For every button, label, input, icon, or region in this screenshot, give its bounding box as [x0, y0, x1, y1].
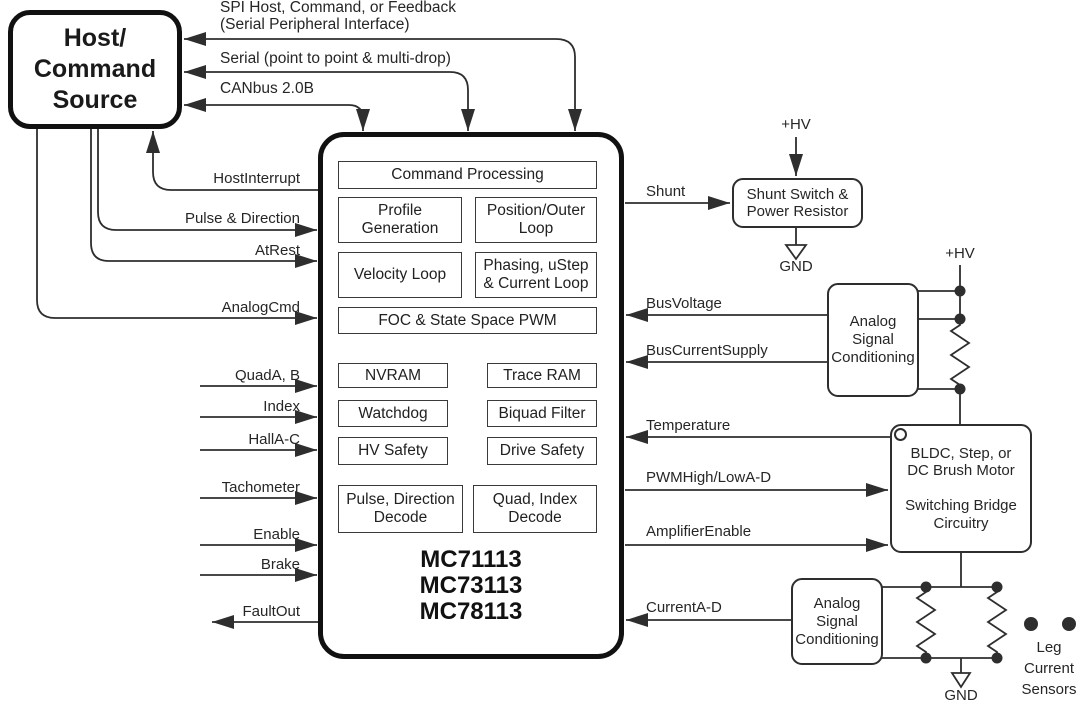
analog-signal-conditioning-top-box: Analog Signal Conditioning	[827, 283, 919, 397]
serial-label: Serial (point to point & multi-drop)	[220, 50, 451, 67]
serial-line	[184, 65, 475, 131]
spi-label-line1: SPI Host, Command, or Feedback	[220, 0, 457, 16]
shunt-label: Shunt	[646, 183, 686, 200]
gnd-bottom-label: GND	[944, 687, 978, 704]
ellipsis-dot	[1024, 617, 1038, 631]
leg-current-sensors-label: Leg Current Sensors	[1021, 639, 1077, 698]
block-quad-index-decode: Quad, Index Decode	[473, 485, 597, 533]
junction-dot	[954, 383, 966, 395]
block-command-processing: Command Processing	[338, 161, 597, 189]
block-drive-safety: Drive Safety	[487, 437, 597, 465]
temperature-label: Temperature	[646, 417, 731, 434]
junction-dot	[920, 581, 932, 593]
junction-dot	[991, 652, 1003, 664]
host-interrupt-line	[146, 131, 318, 191]
junction-dot	[954, 285, 966, 297]
host-interrupt-label: HostInterrupt	[213, 170, 300, 187]
current-ad-label: CurrentA-D	[646, 599, 722, 616]
gnd-bottom-symbol	[950, 672, 972, 689]
quad-ab-label: QuadA, B	[234, 367, 300, 384]
pwm-label: PWMHigh/LowA-D	[646, 469, 772, 486]
busvoltage-label: BusVoltage	[646, 295, 722, 312]
block-phasing-current-loop: Phasing, uStep & Current Loop	[475, 252, 597, 298]
host-command-source-box: Host/ Command Source	[8, 10, 182, 129]
canbus-line	[184, 98, 370, 131]
spi-line	[184, 32, 582, 131]
amplifier-enable-label: AmplifierEnable	[646, 523, 752, 540]
junction-dot	[954, 313, 966, 325]
gnd-top-label: GND	[779, 258, 813, 275]
ellipsis-dot	[1062, 617, 1076, 631]
shunt-switch-box: Shunt Switch & Power Resistor	[732, 178, 863, 228]
block-velocity-loop: Velocity Loop	[338, 252, 462, 298]
block-nvram: NVRAM	[338, 363, 448, 388]
motor-terminal-circle	[894, 428, 907, 441]
analog-signal-conditioning-bottom-box: Analog Signal Conditioning	[791, 578, 883, 665]
faultout-label: FaultOut	[242, 603, 300, 620]
block-watchdog: Watchdog	[338, 400, 448, 427]
hall-label: HallA-C	[248, 431, 300, 448]
block-profile-generation: Profile Generation	[338, 197, 462, 243]
gnd-top-symbol	[784, 244, 808, 261]
atrest-label: AtRest	[254, 242, 300, 259]
hv-top-label: +HV	[781, 116, 811, 133]
junction-dot	[991, 581, 1003, 593]
analogcmd-label: AnalogCmd	[221, 299, 300, 316]
hv-right-label: +HV	[945, 245, 975, 262]
canbus-label: CANbus 2.0B	[220, 80, 314, 97]
block-biquad-filter: Biquad Filter	[487, 400, 597, 427]
block-position-outer-loop: Position/Outer Loop	[475, 197, 597, 243]
pulse-direction-line	[97, 127, 317, 237]
index-label: Index	[263, 398, 300, 415]
leg-resistor-1	[915, 587, 937, 658]
buscurrentsupply-label: BusCurrentSupply	[646, 342, 768, 359]
junction-dot	[920, 652, 932, 664]
motor-switching-bridge-box: BLDC, Step, or DC Brush Motor Switching …	[890, 424, 1032, 553]
block-pulse-direction-decode: Pulse, Direction Decode	[338, 485, 463, 533]
tachometer-label: Tachometer	[221, 479, 300, 496]
chip-part-numbers: MC71113 MC73113 MC78113	[419, 546, 523, 625]
block-hv-safety: HV Safety	[338, 437, 448, 465]
analogcmd-line	[36, 127, 317, 325]
block-trace-ram: Trace RAM	[487, 363, 597, 388]
leg-resistor-2	[986, 587, 1008, 658]
atrest-line	[90, 127, 317, 268]
pulse-direction-label: Pulse & Direction	[184, 210, 300, 227]
enable-label: Enable	[253, 526, 300, 543]
spi-label-line2: (Serial Peripheral Interface)	[220, 16, 410, 33]
block-foc-pwm: FOC & State Space PWM	[338, 307, 597, 334]
brake-label: Brake	[260, 556, 300, 573]
